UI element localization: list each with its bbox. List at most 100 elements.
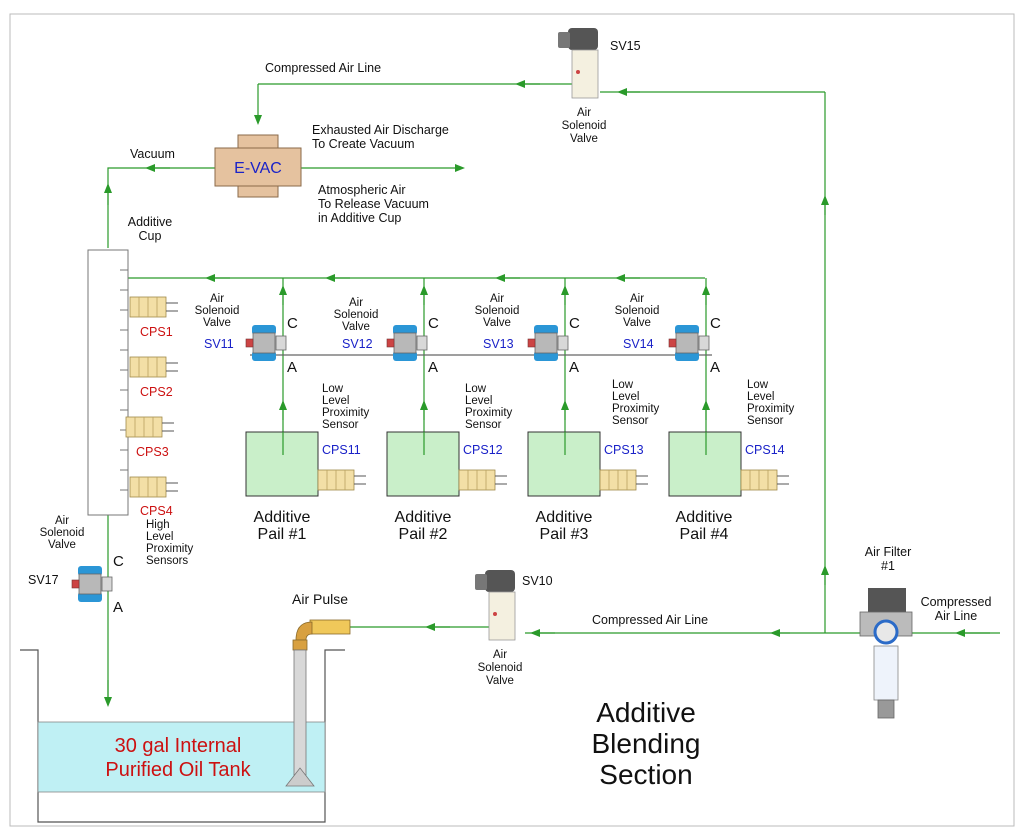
atmos-line2: To Release Vacuum: [318, 197, 429, 211]
svg-text:Pail #4: Pail #4: [680, 526, 729, 543]
svg-text:Additive: Additive: [676, 509, 733, 526]
section-title-line2: Blending: [592, 728, 701, 759]
air-pulse-fitting: [292, 619, 351, 651]
vacuum-line: [107, 167, 220, 248]
sv15-label: SV15: [610, 39, 641, 53]
sv17-solenoid-line3: Valve: [48, 539, 76, 551]
evac-label: E-VAC: [234, 160, 282, 177]
svg-text:Proximity: Proximity: [322, 407, 370, 419]
svg-text:Low: Low: [465, 383, 487, 395]
cps2-sensor: [129, 356, 179, 378]
sv15-solenoid-line2: Solenoid: [562, 120, 607, 132]
air-filter-line1: Air Filter: [865, 545, 912, 559]
cps4-label: CPS4: [140, 504, 173, 518]
svg-text:Valve: Valve: [623, 317, 651, 329]
pail-1-labels: Air Solenoid Valve SV11 C A Low Level Pr…: [195, 293, 370, 543]
svg-text:Solenoid: Solenoid: [615, 305, 660, 317]
svg-text:CPS12: CPS12: [463, 443, 503, 457]
pail-4-labels: Air Solenoid Valve SV14 C A Low Level Pr…: [615, 293, 795, 543]
vacuum-label: Vacuum: [130, 147, 175, 161]
svg-text:C: C: [287, 315, 298, 332]
svg-text:Level: Level: [322, 395, 350, 407]
svg-text:Additive: Additive: [254, 509, 311, 526]
svg-text:Sensor: Sensor: [612, 415, 649, 427]
high-level-line3: Proximity: [146, 543, 194, 555]
svg-text:Additive: Additive: [536, 509, 593, 526]
cps2-label: CPS2: [140, 385, 173, 399]
section-title-line1: Additive: [596, 697, 696, 728]
svg-text:SV13: SV13: [483, 337, 514, 351]
svg-text:Air: Air: [349, 297, 363, 309]
pail-4: [668, 431, 790, 497]
sv10-solenoid-line1: Air: [493, 649, 507, 661]
svg-text:SV11: SV11: [204, 337, 234, 351]
air-pulse-label: Air Pulse: [292, 591, 348, 607]
high-level-line4: Sensors: [146, 555, 188, 567]
svg-text:Pail #1: Pail #1: [258, 526, 307, 543]
sv17-port-c: C: [113, 553, 124, 570]
cps4-sensor: [129, 476, 179, 498]
svg-text:Solenoid: Solenoid: [195, 305, 240, 317]
svg-text:C: C: [710, 315, 721, 332]
sv17-valve: [71, 565, 113, 603]
svg-text:Valve: Valve: [342, 321, 370, 333]
svg-text:Valve: Valve: [483, 317, 511, 329]
sv10-label: SV10: [522, 574, 553, 588]
cps1-sensor: [129, 296, 179, 318]
svg-text:Sensor: Sensor: [322, 419, 359, 431]
svg-text:C: C: [428, 315, 439, 332]
svg-text:CPS14: CPS14: [745, 443, 785, 457]
svg-text:Proximity: Proximity: [747, 403, 795, 415]
svg-text:Air: Air: [630, 293, 644, 305]
additive-cup: [87, 249, 129, 516]
tank-label-line2: Purified Oil Tank: [105, 759, 251, 781]
pail-1: [245, 431, 367, 497]
svg-text:Pail #2: Pail #2: [399, 526, 448, 543]
svg-text:Proximity: Proximity: [612, 403, 660, 415]
pail-2: [386, 431, 508, 497]
high-level-line1: High: [146, 519, 170, 531]
cps3-sensor: [125, 416, 175, 438]
svg-text:Valve: Valve: [203, 317, 231, 329]
pail-3-labels: Air Solenoid Valve SV13 C A Low Level Pr…: [475, 293, 660, 543]
evac-block: E-VAC: [214, 134, 302, 198]
svg-text:Level: Level: [465, 395, 493, 407]
air-filter-line2: #1: [881, 559, 895, 573]
sv10-valve: [474, 569, 516, 641]
section-title-line3: Section: [599, 759, 692, 790]
atmos-line1: Atmospheric Air: [318, 183, 406, 197]
svg-text:A: A: [710, 359, 720, 376]
sv17-port-a: A: [113, 599, 123, 616]
svg-text:Level: Level: [747, 391, 775, 403]
sv15-solenoid-line1: Air: [577, 107, 591, 119]
svg-text:Sensor: Sensor: [747, 415, 784, 427]
pail-2-labels: Air Solenoid Valve SV12 C A Low Level Pr…: [334, 297, 513, 543]
svg-text:Low: Low: [612, 379, 634, 391]
svg-text:Proximity: Proximity: [465, 407, 513, 419]
svg-text:Solenoid: Solenoid: [475, 305, 520, 317]
svg-text:A: A: [569, 359, 579, 376]
compressed-air-line-top-label: Compressed Air Line: [265, 61, 381, 75]
svg-text:Air: Air: [490, 293, 504, 305]
high-level-line2: Level: [146, 531, 174, 543]
svg-text:A: A: [287, 359, 297, 376]
sv15-valve: [557, 27, 599, 99]
cps1-label: CPS1: [140, 325, 173, 339]
oil-tank: [20, 649, 345, 823]
sv17-label: SV17: [28, 573, 59, 587]
svg-text:CPS11: CPS11: [322, 443, 361, 457]
svg-text:C: C: [569, 315, 580, 332]
svg-text:A: A: [428, 359, 438, 376]
svg-text:Level: Level: [612, 391, 640, 403]
svg-text:Pail #3: Pail #3: [540, 526, 589, 543]
sv10-solenoid-line3: Valve: [486, 675, 514, 687]
atmos-line3: in Additive Cup: [318, 211, 401, 225]
pail-3: [527, 431, 649, 497]
svg-text:SV14: SV14: [623, 337, 654, 351]
tank-label-line1: 30 gal Internal: [115, 735, 242, 757]
additive-cup-line2: Cup: [139, 229, 162, 243]
svg-text:Solenoid: Solenoid: [334, 309, 379, 321]
svg-text:CPS13: CPS13: [604, 443, 644, 457]
exhaust-line2: To Create Vacuum: [312, 137, 415, 151]
